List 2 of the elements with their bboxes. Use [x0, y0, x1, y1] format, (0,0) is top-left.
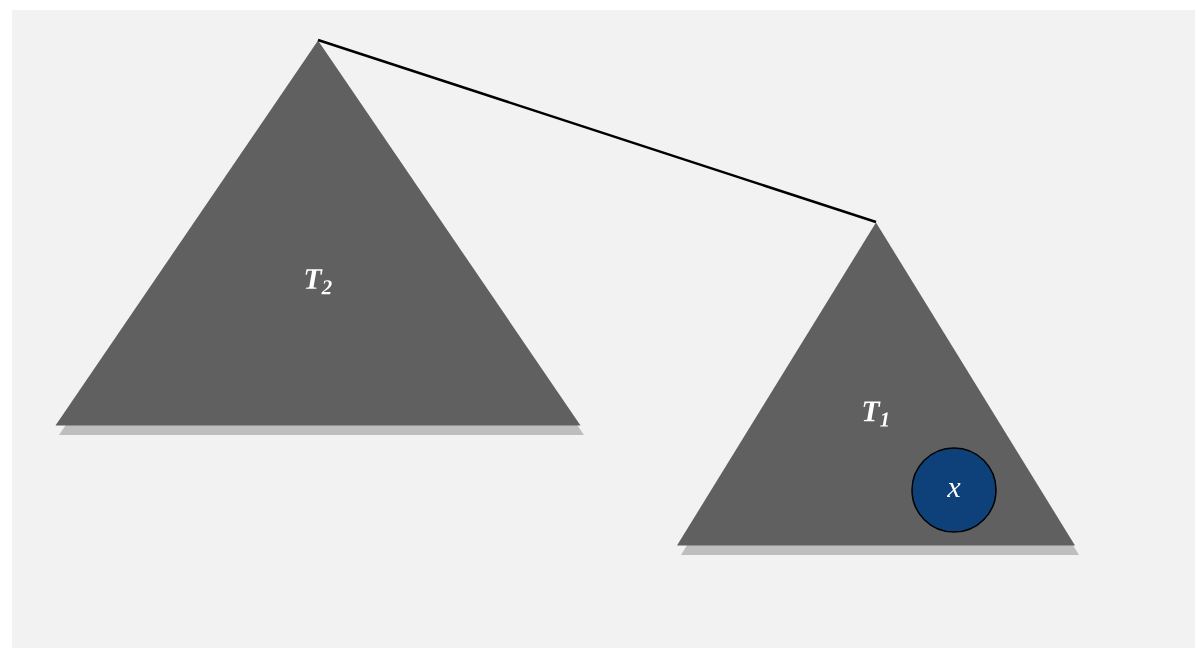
tree-edge	[317, 38, 877, 224]
subtree-triangle: T$_{2}$	[55, 40, 584, 435]
